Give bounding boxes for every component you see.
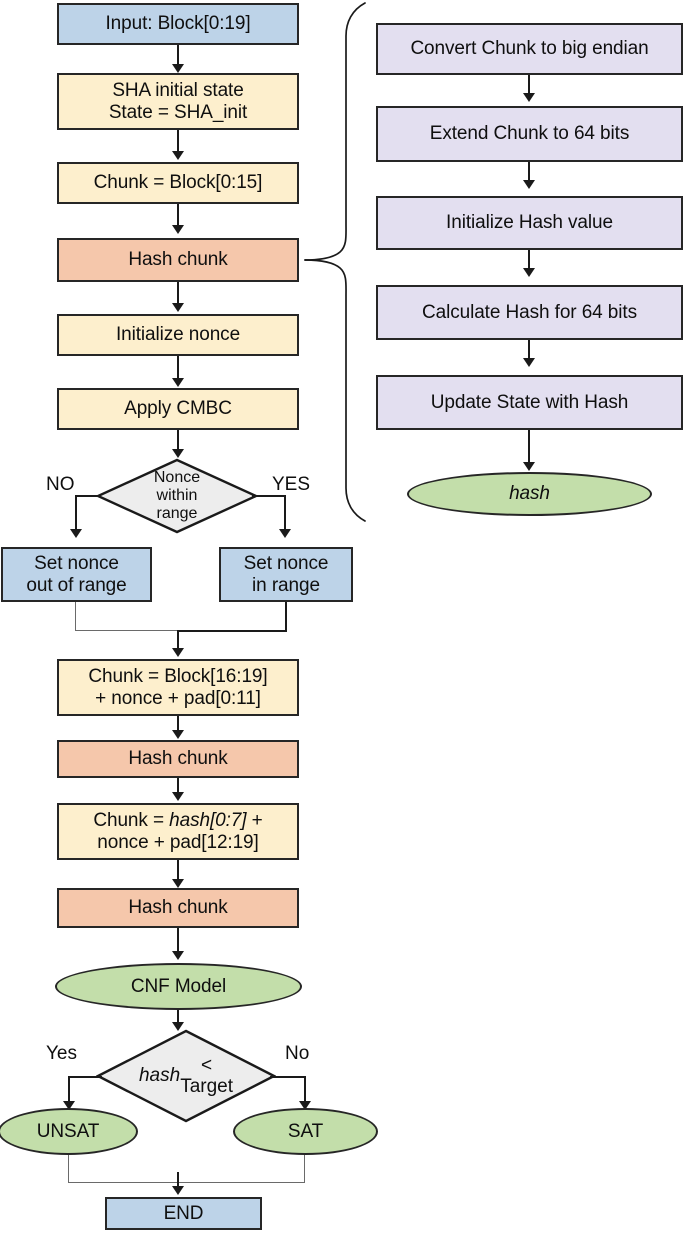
edge-cnf-to-target-decision (177, 1010, 179, 1026)
edge-end-merge-right (178, 1182, 305, 1183)
node-chunk-block-16-19[interactable]: Chunk = Block[16:19] + nonce + pad[0:11] (57, 659, 299, 716)
arrowhead-input-to-sha (172, 64, 184, 73)
edge-unsat-down (68, 1155, 69, 1183)
edge-input-to-sha (177, 45, 179, 68)
node-input-block[interactable]: Input: Block[0:19] (57, 3, 299, 45)
edge-calculate-to-update (528, 340, 530, 362)
chunk-hash-line1-suffix: + (246, 810, 263, 832)
edge-cmbc-to-decision (177, 430, 179, 453)
edge-end-merge-left (68, 1182, 178, 1183)
edge-yes-target-drop (68, 1076, 70, 1105)
node-initialize-nonce[interactable]: Initialize nonce (57, 314, 299, 356)
arrowhead-cmbc-to-decision (172, 449, 184, 458)
target-decision-rest: < Target (180, 1054, 233, 1097)
arrowhead-merge-to-end (172, 1186, 184, 1195)
node-cnf-model[interactable]: CNF Model (55, 963, 302, 1010)
node-calculate-hash-64-bits[interactable]: Calculate Hash for 64 bits (376, 285, 683, 340)
edge-label-no-target: No (285, 1043, 310, 1064)
chunk-hash-italic-token: hash[0:7] (169, 810, 247, 832)
arrowhead-yes-to-unsat (63, 1101, 75, 1110)
target-decision-italic-token: hash (138, 1065, 181, 1087)
arrowhead-hash2-to-chunkhash (172, 792, 184, 801)
node-hash-less-than-target-decision[interactable]: hash < Target (96, 1029, 276, 1123)
arrowhead-chunk16-to-hash2 (172, 730, 184, 739)
node-update-state-with-hash[interactable]: Update State with Hash (376, 375, 683, 430)
edge-label-no: NO (46, 474, 75, 495)
edge-hash1-to-initnonce (177, 282, 179, 307)
edge-chunk-to-hash1 (177, 204, 179, 229)
node-apply-cmbc[interactable]: Apply CMBC (57, 388, 299, 430)
node-chunk-block-0-15[interactable]: Chunk = Block[0:15] (57, 162, 299, 204)
arrowhead-update-to-hash-output (523, 462, 535, 471)
edge-sha-to-chunk (177, 130, 179, 155)
edge-extend-to-init-hash (528, 162, 530, 184)
edge-chunkhash-to-hash3 (177, 860, 179, 883)
arrowhead-calculate-to-update (523, 358, 535, 367)
node-initialize-hash-value[interactable]: Initialize Hash value (376, 196, 683, 250)
edge-label-yes: YES (272, 474, 311, 495)
chunk-hash-line1: Chunk = hash[0:7] + (93, 810, 262, 831)
node-extend-chunk-64-bits[interactable]: Extend Chunk to 64 bits (376, 106, 683, 162)
arrowhead-chunkhash-to-hash3 (172, 879, 184, 888)
node-unsat[interactable]: UNSAT (0, 1108, 138, 1155)
edge-out-of-range-down (75, 602, 76, 631)
node-hash-chunk-2[interactable]: Hash chunk (57, 740, 299, 778)
chunk-hash-line2: nonce + pad[12:19] (97, 831, 259, 853)
node-sat[interactable]: SAT (233, 1108, 378, 1155)
edge-convert-to-extend (528, 75, 530, 97)
edge-init-hash-to-calculate (528, 250, 530, 272)
edge-decision-to-yes (252, 495, 286, 497)
node-hash-chunk-1[interactable]: Hash chunk (57, 238, 299, 282)
edge-initnonce-to-cmbc (177, 356, 179, 382)
chunk-block-16-19-line1: Chunk = Block[16:19] (88, 666, 268, 688)
edge-yes-drop (284, 495, 286, 531)
edge-target-to-yes (68, 1076, 102, 1078)
edge-chunk16-to-hash2 (177, 716, 179, 734)
chunk-block-16-19-line2: + nonce + pad[0:11] (95, 687, 261, 709)
node-nonce-within-range-decision[interactable]: Nonce within range (96, 458, 258, 534)
edge-label-yes-target: Yes (46, 1043, 77, 1064)
arrowhead-initnonce-to-cmbc (172, 378, 184, 387)
arrowhead-cnf-to-target-decision (172, 1022, 184, 1031)
node-convert-chunk-big-endian[interactable]: Convert Chunk to big endian (376, 23, 683, 75)
arrowhead-hash1-to-initnonce (172, 303, 184, 312)
arrowhead-extend-to-init-hash (523, 180, 535, 189)
arrowhead-yes-branch (279, 529, 291, 538)
arrowhead-no-to-sat (299, 1101, 311, 1110)
edge-merge-left (75, 630, 178, 631)
arrowhead-sha-to-chunk (172, 151, 184, 160)
node-nonce-within-range-label: Nonce within range (153, 469, 201, 522)
node-chunk-hash-0-7[interactable]: Chunk = hash[0:7] + nonce + pad[12:19] (57, 803, 299, 860)
chunk-hash-line1-prefix: Chunk = (93, 810, 170, 832)
edge-hash3-to-cnf (177, 928, 179, 955)
edge-decision-to-no (75, 495, 101, 497)
edge-in-range-down (285, 602, 287, 632)
diamond-shape-target (96, 1029, 276, 1123)
edge-update-to-hash-output (528, 430, 530, 466)
arrowhead-no-branch (70, 529, 82, 538)
arrowhead-hash3-to-cnf (172, 951, 184, 960)
node-end[interactable]: END (105, 1197, 262, 1230)
arrowhead-convert-to-extend (523, 93, 535, 102)
arrowhead-merge-to-chunk16 (172, 648, 184, 657)
edge-sat-down (304, 1155, 305, 1183)
edge-merge-to-end (177, 1172, 179, 1190)
edge-merge-to-chunk16 (177, 630, 179, 652)
edge-hash2-to-chunkhash (177, 778, 179, 796)
node-hash-output[interactable]: hash (407, 472, 652, 516)
edge-target-to-no (270, 1076, 306, 1078)
edge-merge-right (177, 630, 287, 632)
node-hash-chunk-3[interactable]: Hash chunk (57, 888, 299, 928)
edge-no-drop (75, 495, 77, 531)
edge-no-target-drop (304, 1076, 306, 1105)
node-set-nonce-out-of-range[interactable]: Set nonce out of range (1, 547, 152, 602)
node-hash-less-than-target-label: hash < Target (96, 1029, 276, 1123)
node-set-nonce-in-range[interactable]: Set nonce in range (219, 547, 353, 602)
arrowhead-init-hash-to-calculate (523, 268, 535, 277)
diamond-shape-nonce (96, 458, 258, 534)
node-sha-initial-state[interactable]: SHA initial state State = SHA_init (57, 73, 299, 130)
arrowhead-chunk-to-hash1 (172, 225, 184, 234)
